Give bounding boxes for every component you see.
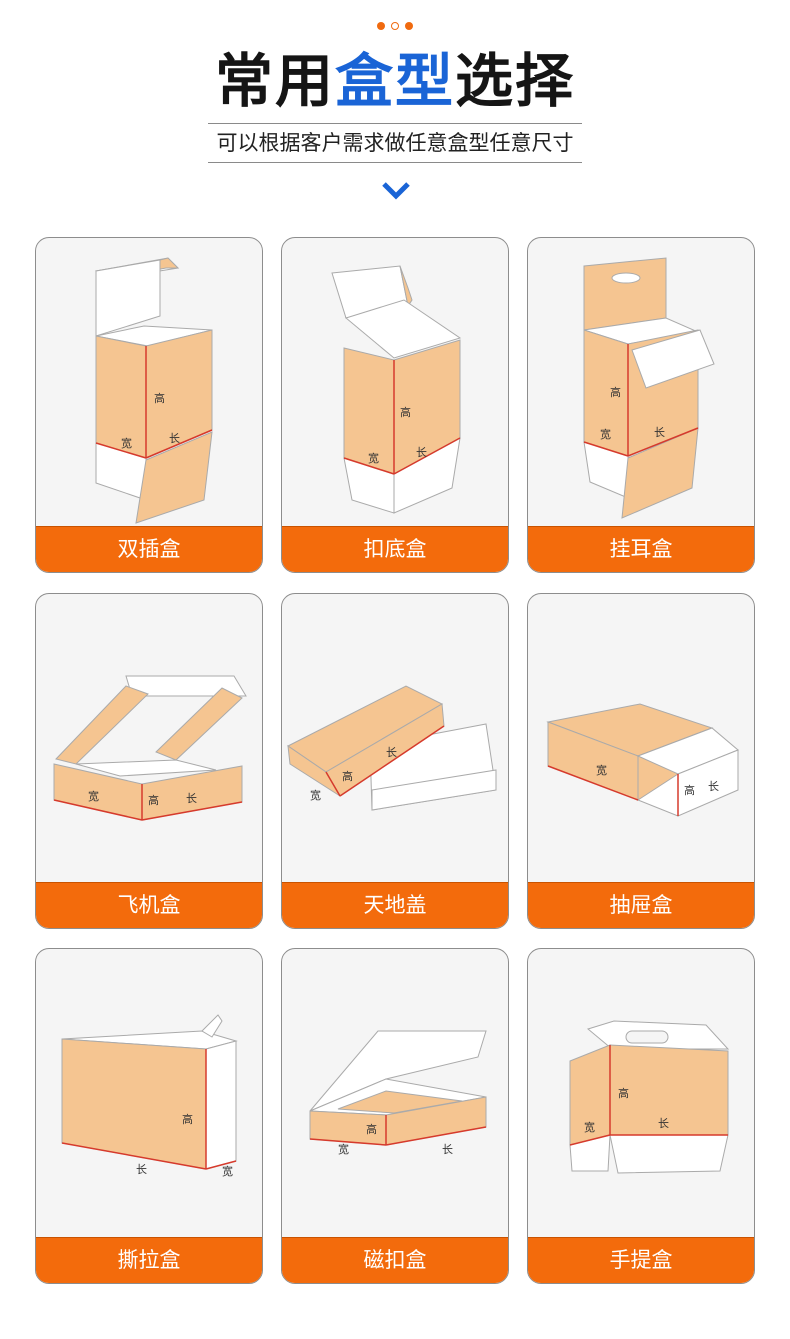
box-type-label: 双插盒 bbox=[36, 526, 262, 572]
height-label: 高 bbox=[610, 385, 621, 399]
width-label: 宽 bbox=[222, 1164, 233, 1178]
height-label: 高 bbox=[148, 793, 159, 807]
height-label: 高 bbox=[684, 783, 695, 797]
title-part: 选择 bbox=[455, 47, 576, 115]
box-card[interactable]: 高 宽 长 手提盒 bbox=[527, 948, 755, 1284]
lock-bottom-box-icon: 高 宽 长 bbox=[331, 265, 462, 514]
height-label: 高 bbox=[154, 391, 165, 405]
box-type-label: 撕拉盒 bbox=[36, 1237, 262, 1283]
length-label: 长 bbox=[708, 780, 719, 793]
box-type-label: 挂耳盒 bbox=[528, 526, 754, 572]
box-card[interactable]: 宽 高 长 抽屉盒 bbox=[527, 593, 755, 929]
width-label: 宽 bbox=[338, 1142, 349, 1156]
height-label: 高 bbox=[342, 769, 353, 783]
tuck-end-box-icon: 高 宽 长 bbox=[95, 257, 213, 524]
box-card[interactable]: 高 宽 长 挂耳盒 bbox=[527, 237, 755, 573]
box-card[interactable]: 高 宽 长 磁扣盒 bbox=[281, 948, 509, 1284]
box-card[interactable]: 高 宽 长 扣底盒 bbox=[281, 237, 509, 573]
length-label: 长 bbox=[654, 426, 665, 439]
dot bbox=[405, 22, 413, 30]
height-label: 高 bbox=[618, 1086, 629, 1100]
length-label: 长 bbox=[386, 746, 397, 759]
box-type-label: 手提盒 bbox=[528, 1237, 754, 1283]
width-label: 宽 bbox=[584, 1120, 595, 1134]
hang-tab-box-icon: 高 宽 长 bbox=[583, 257, 715, 519]
title-highlight: 盒型 bbox=[334, 47, 455, 115]
length-label: 长 bbox=[186, 792, 197, 805]
title-part: 常用 bbox=[214, 47, 335, 115]
divider bbox=[208, 162, 582, 163]
drawer-box-icon: 宽 高 长 bbox=[546, 703, 739, 817]
length-label: 长 bbox=[416, 446, 427, 459]
divider bbox=[208, 123, 582, 124]
box-type-label: 扣底盒 bbox=[282, 526, 508, 572]
page-title: 常用盒型选择 bbox=[0, 42, 790, 120]
length-label: 长 bbox=[658, 1117, 669, 1130]
tear-strip-box-icon: 高 长 宽 bbox=[61, 1014, 238, 1178]
lid-base-box-icon: 高 宽 长 bbox=[287, 685, 497, 811]
width-label: 宽 bbox=[596, 763, 607, 777]
chevron-down-icon bbox=[382, 182, 410, 200]
box-card[interactable]: 高 宽 长 天地盖 bbox=[281, 593, 509, 929]
dot bbox=[377, 22, 385, 30]
decorative-dots bbox=[0, 22, 790, 30]
box-type-label: 天地盖 bbox=[282, 882, 508, 928]
width-label: 宽 bbox=[600, 427, 611, 441]
box-card[interactable]: 高 宽 长 双插盒 bbox=[35, 237, 263, 573]
width-label: 宽 bbox=[121, 436, 132, 450]
length-label: 长 bbox=[442, 1143, 453, 1156]
length-label: 长 bbox=[169, 432, 180, 445]
width-label: 宽 bbox=[88, 789, 99, 803]
width-label: 宽 bbox=[310, 788, 321, 802]
height-label: 高 bbox=[182, 1112, 193, 1126]
magnetic-box-icon: 高 宽 长 bbox=[309, 1030, 487, 1156]
handle-box-icon: 高 宽 长 bbox=[569, 1020, 730, 1174]
page-subtitle: 可以根据客户需求做任意盒型任意尺寸 bbox=[216, 131, 574, 155]
length-label: 长 bbox=[136, 1163, 147, 1176]
dot bbox=[391, 22, 399, 30]
box-type-label: 磁扣盒 bbox=[282, 1237, 508, 1283]
box-card[interactable]: 高 宽 长 飞机盒 bbox=[35, 593, 263, 929]
box-card[interactable]: 高 长 宽 撕拉盒 bbox=[35, 948, 263, 1284]
height-label: 高 bbox=[366, 1122, 377, 1136]
box-type-label: 抽屉盒 bbox=[528, 882, 754, 928]
height-label: 高 bbox=[400, 405, 411, 419]
box-type-label: 飞机盒 bbox=[36, 882, 262, 928]
width-label: 宽 bbox=[368, 451, 379, 465]
mailer-box-icon: 高 宽 长 bbox=[53, 675, 247, 821]
